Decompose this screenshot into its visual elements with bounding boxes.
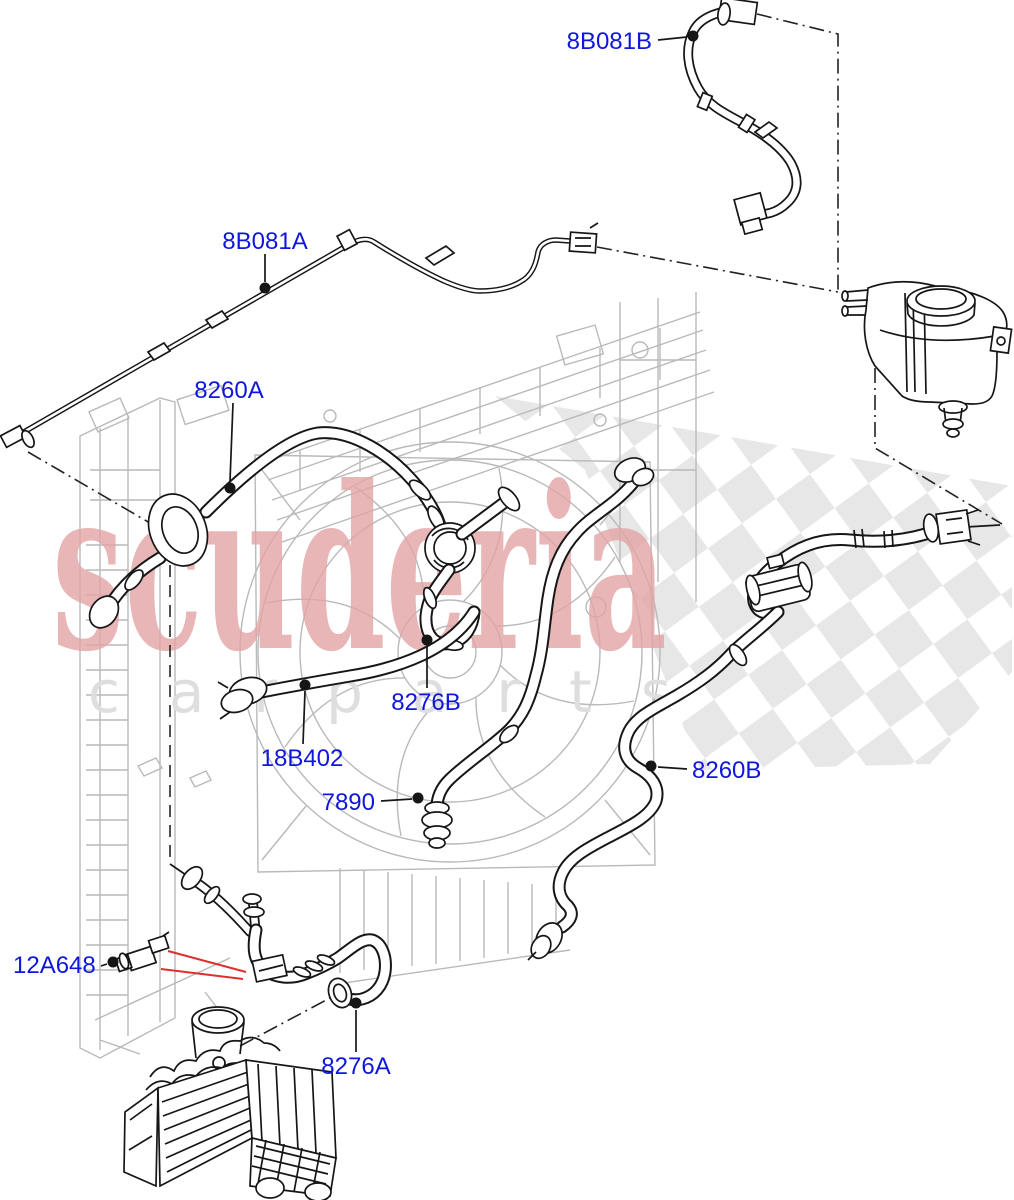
- bypass-hose-assembly: [180, 865, 392, 1009]
- part-label-18B402[interactable]: 18B402: [261, 679, 344, 773]
- part-number-text[interactable]: 8B081B: [567, 28, 652, 55]
- intercooler: [123, 1006, 337, 1200]
- part-label-8276B[interactable]: 8276B: [391, 634, 461, 717]
- watermark-brand-text: scuderia: [52, 438, 667, 702]
- part-label-12A648[interactable]: 12A648: [13, 952, 119, 979]
- part-label-8260A[interactable]: 8260A: [194, 377, 264, 494]
- part-number-text[interactable]: 8260B: [692, 757, 761, 784]
- hose-7890: [421, 457, 655, 849]
- part-number-text[interactable]: 7890: [322, 789, 375, 816]
- overflow-pipe-8B081A: [0, 222, 599, 449]
- radiator-hose-8260A: [88, 426, 521, 629]
- part-label-7890[interactable]: 7890: [322, 789, 424, 816]
- part-label-8B081A[interactable]: 8B081A: [222, 228, 308, 294]
- lower-hose-18B402: [217, 605, 481, 720]
- part-number-text[interactable]: 8276A: [321, 1053, 390, 1080]
- hose-8B081B: [683, 0, 802, 236]
- part-number-text[interactable]: 8276B: [391, 689, 460, 716]
- part-label-8276A[interactable]: 8276A: [321, 997, 391, 1081]
- part-labels: 8B081B 8B081A 8260A 8276B 18B402 7890 82…: [13, 28, 761, 1080]
- watermark: scuderia carparts: [52, 438, 671, 726]
- hose-8260B: [527, 508, 981, 961]
- part-number-text[interactable]: 8260A: [194, 377, 263, 404]
- sensor-12A648: [114, 931, 170, 973]
- part-label-8B081B[interactable]: 8B081B: [567, 28, 699, 55]
- red-pointer-lines: [160, 950, 247, 980]
- expansion-tank: [841, 280, 1013, 438]
- part-number-text[interactable]: 8B081A: [222, 228, 307, 255]
- part-number-text[interactable]: 12A648: [13, 952, 96, 979]
- part-label-8260B[interactable]: 8260B: [645, 757, 762, 784]
- part-number-text[interactable]: 18B402: [261, 745, 344, 772]
- radiator-fan-assembly: [79, 292, 715, 1059]
